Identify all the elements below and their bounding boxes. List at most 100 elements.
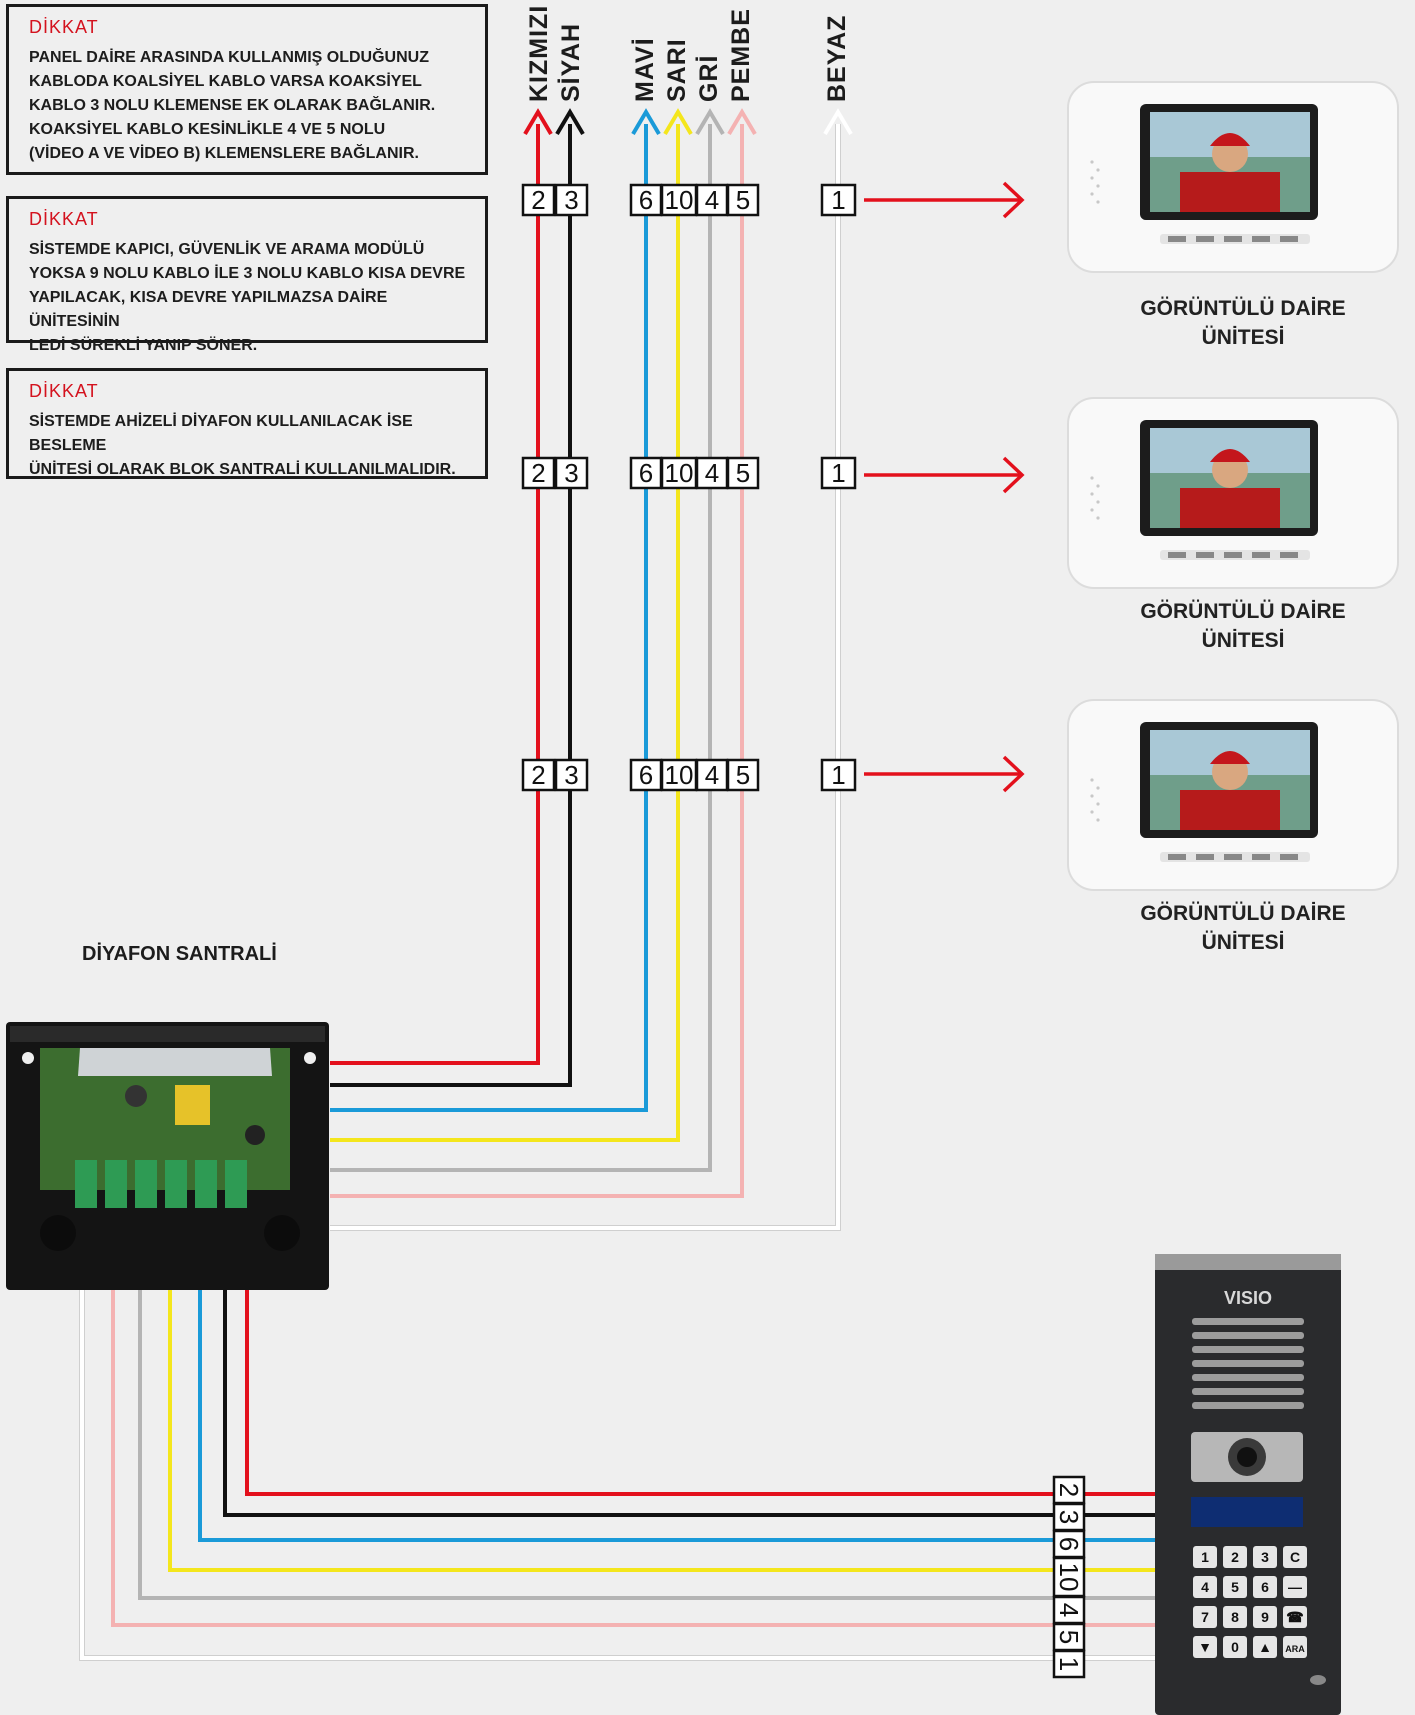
speaker-hole	[1096, 516, 1100, 520]
terminal-frame	[1052, 1475, 1086, 1505]
unit-label-line: GÖRÜNTÜLÜ DAİRE	[1140, 297, 1346, 320]
person-cap	[1210, 133, 1250, 146]
terminal-block: 5	[1052, 1622, 1086, 1652]
terminal-block: 4	[1052, 1595, 1086, 1625]
terminal-number: 3	[564, 760, 578, 790]
wire-shadow	[79, 1290, 1160, 1661]
terminal-number: 4	[1054, 1603, 1084, 1617]
terminal-number: 6	[639, 760, 653, 790]
terminal-number: 10	[1054, 1563, 1084, 1592]
warning-line: PANEL DAİRE ARASINDA KULLANMIŞ OLDUĞUNUZ	[29, 49, 429, 66]
terminal-frame	[629, 183, 663, 217]
speaker-hole	[1096, 500, 1100, 504]
speaker-grille	[1192, 1332, 1304, 1339]
speaker-hole	[1090, 794, 1094, 798]
warning-text: PANEL DAİRE ARASINDA KULLANMIŞ OLDUĞUNUZ…	[29, 46, 471, 166]
wire-label-gray: GRİ	[695, 54, 723, 102]
terminal-block: 3	[1052, 1502, 1086, 1532]
camera-lens-inner	[1237, 1447, 1257, 1467]
terminal-block: 3	[554, 456, 589, 490]
speaker-hole	[1096, 184, 1100, 188]
arrow-up-icon	[663, 108, 693, 136]
speaker-hole	[1090, 508, 1094, 512]
speaker-hole	[1096, 802, 1100, 806]
terminal-block: 4	[695, 183, 729, 217]
person-shirt	[1180, 790, 1280, 830]
terminal-number: 3	[564, 185, 578, 215]
warning-title: DİKKAT	[29, 17, 99, 37]
keypad-key	[1193, 1576, 1217, 1598]
monitor-unit-label: GÖRÜNTÜLÜ DAİRE ÜNİTESİ	[1093, 597, 1393, 655]
terminal-number: 2	[531, 458, 545, 488]
mount-slot	[304, 1052, 316, 1064]
terminal-number: 3	[564, 458, 578, 488]
terminal-block: 10	[1052, 1556, 1086, 1598]
brand-logo: VISIO	[1224, 1288, 1272, 1308]
person-shirt	[1180, 488, 1280, 528]
speaker-grille	[1192, 1374, 1304, 1381]
warning-line: SİSTEMDE KAPICI, GÜVENLİK VE ARAMA MODÜL…	[29, 241, 425, 258]
terminal-block: 1	[820, 758, 857, 792]
terminal-number: 6	[639, 458, 653, 488]
monitor-button	[1168, 552, 1186, 558]
terminal-number: 5	[736, 185, 750, 215]
arrow-right-icon	[1002, 755, 1025, 793]
wire-label-red: KIZMIZI	[525, 4, 553, 102]
monitor-button	[1168, 236, 1186, 242]
arrow-up-icon	[523, 108, 553, 136]
keypad-key	[1283, 1636, 1307, 1658]
terminal-block: 5	[726, 456, 760, 490]
speaker-grille	[1192, 1318, 1304, 1325]
warning-note-1: DİKKAT PANEL DAİRE ARASINDA KULLANMIŞ OL…	[6, 4, 488, 175]
capacitor	[125, 1085, 147, 1107]
wire-label-blue: MAVİ	[631, 37, 659, 102]
terminal-number: 10	[665, 185, 694, 215]
video-monitor	[1067, 699, 1399, 891]
terminal-clamp	[165, 1160, 187, 1208]
santral-rim	[10, 1026, 325, 1042]
keypad-key	[1193, 1546, 1217, 1568]
monitor-button	[1168, 854, 1186, 860]
terminal-frame	[554, 758, 589, 792]
warning-line: KABLO 3 NOLU KLEMENSE EK OLARAK BAĞLANIR…	[29, 97, 436, 114]
terminal-block: 3	[554, 758, 589, 792]
warning-text: SİSTEMDE AHİZELİ DİYAFON KULLANILACAK İS…	[29, 410, 471, 482]
keypad-label: ▼	[1198, 1639, 1212, 1655]
riser-wires	[330, 108, 853, 1231]
speaker-hole	[1090, 160, 1094, 164]
unit-arrows	[864, 181, 1025, 793]
monitor-button	[1252, 236, 1270, 242]
monitor-button	[1224, 552, 1242, 558]
arrow-up-icon	[631, 108, 661, 136]
terminal-number: 10	[665, 458, 694, 488]
terminal-block: 2	[521, 758, 556, 792]
keypad-label: 9	[1261, 1609, 1269, 1625]
santral-title: DİYAFON SANTRALİ	[82, 943, 277, 965]
terminal-block: 6	[629, 758, 663, 792]
speaker-hole	[1090, 192, 1094, 196]
terminal-clamp	[135, 1160, 157, 1208]
wire-beyaz	[330, 124, 840, 1230]
keypad-key	[1253, 1546, 1277, 1568]
terminal-frame	[726, 456, 760, 490]
lcd-display	[1191, 1497, 1303, 1527]
mount-hole	[40, 1215, 76, 1251]
terminal-number: 2	[531, 760, 545, 790]
arrow-up-icon	[823, 108, 853, 136]
warning-text: SİSTEMDE KAPICI, GÜVENLİK VE ARAMA MODÜL…	[29, 238, 471, 358]
monitor-button	[1196, 236, 1214, 242]
terminal-number: 6	[1054, 1537, 1084, 1551]
wire-label-white: BEYAZ	[823, 14, 851, 102]
terminal-block: 10	[660, 183, 698, 217]
keypad-key	[1223, 1576, 1247, 1598]
terminal-frame	[820, 456, 857, 490]
monitor-button	[1252, 854, 1270, 860]
speaker-grille	[1192, 1388, 1304, 1395]
wire-label-pink: PEMBE	[727, 8, 755, 102]
speaker-hole	[1090, 492, 1094, 496]
arrow-up-icon	[695, 108, 725, 136]
terminal-frame	[629, 758, 663, 792]
arrow-up-icon	[727, 108, 757, 136]
speaker-grille	[1192, 1402, 1304, 1409]
